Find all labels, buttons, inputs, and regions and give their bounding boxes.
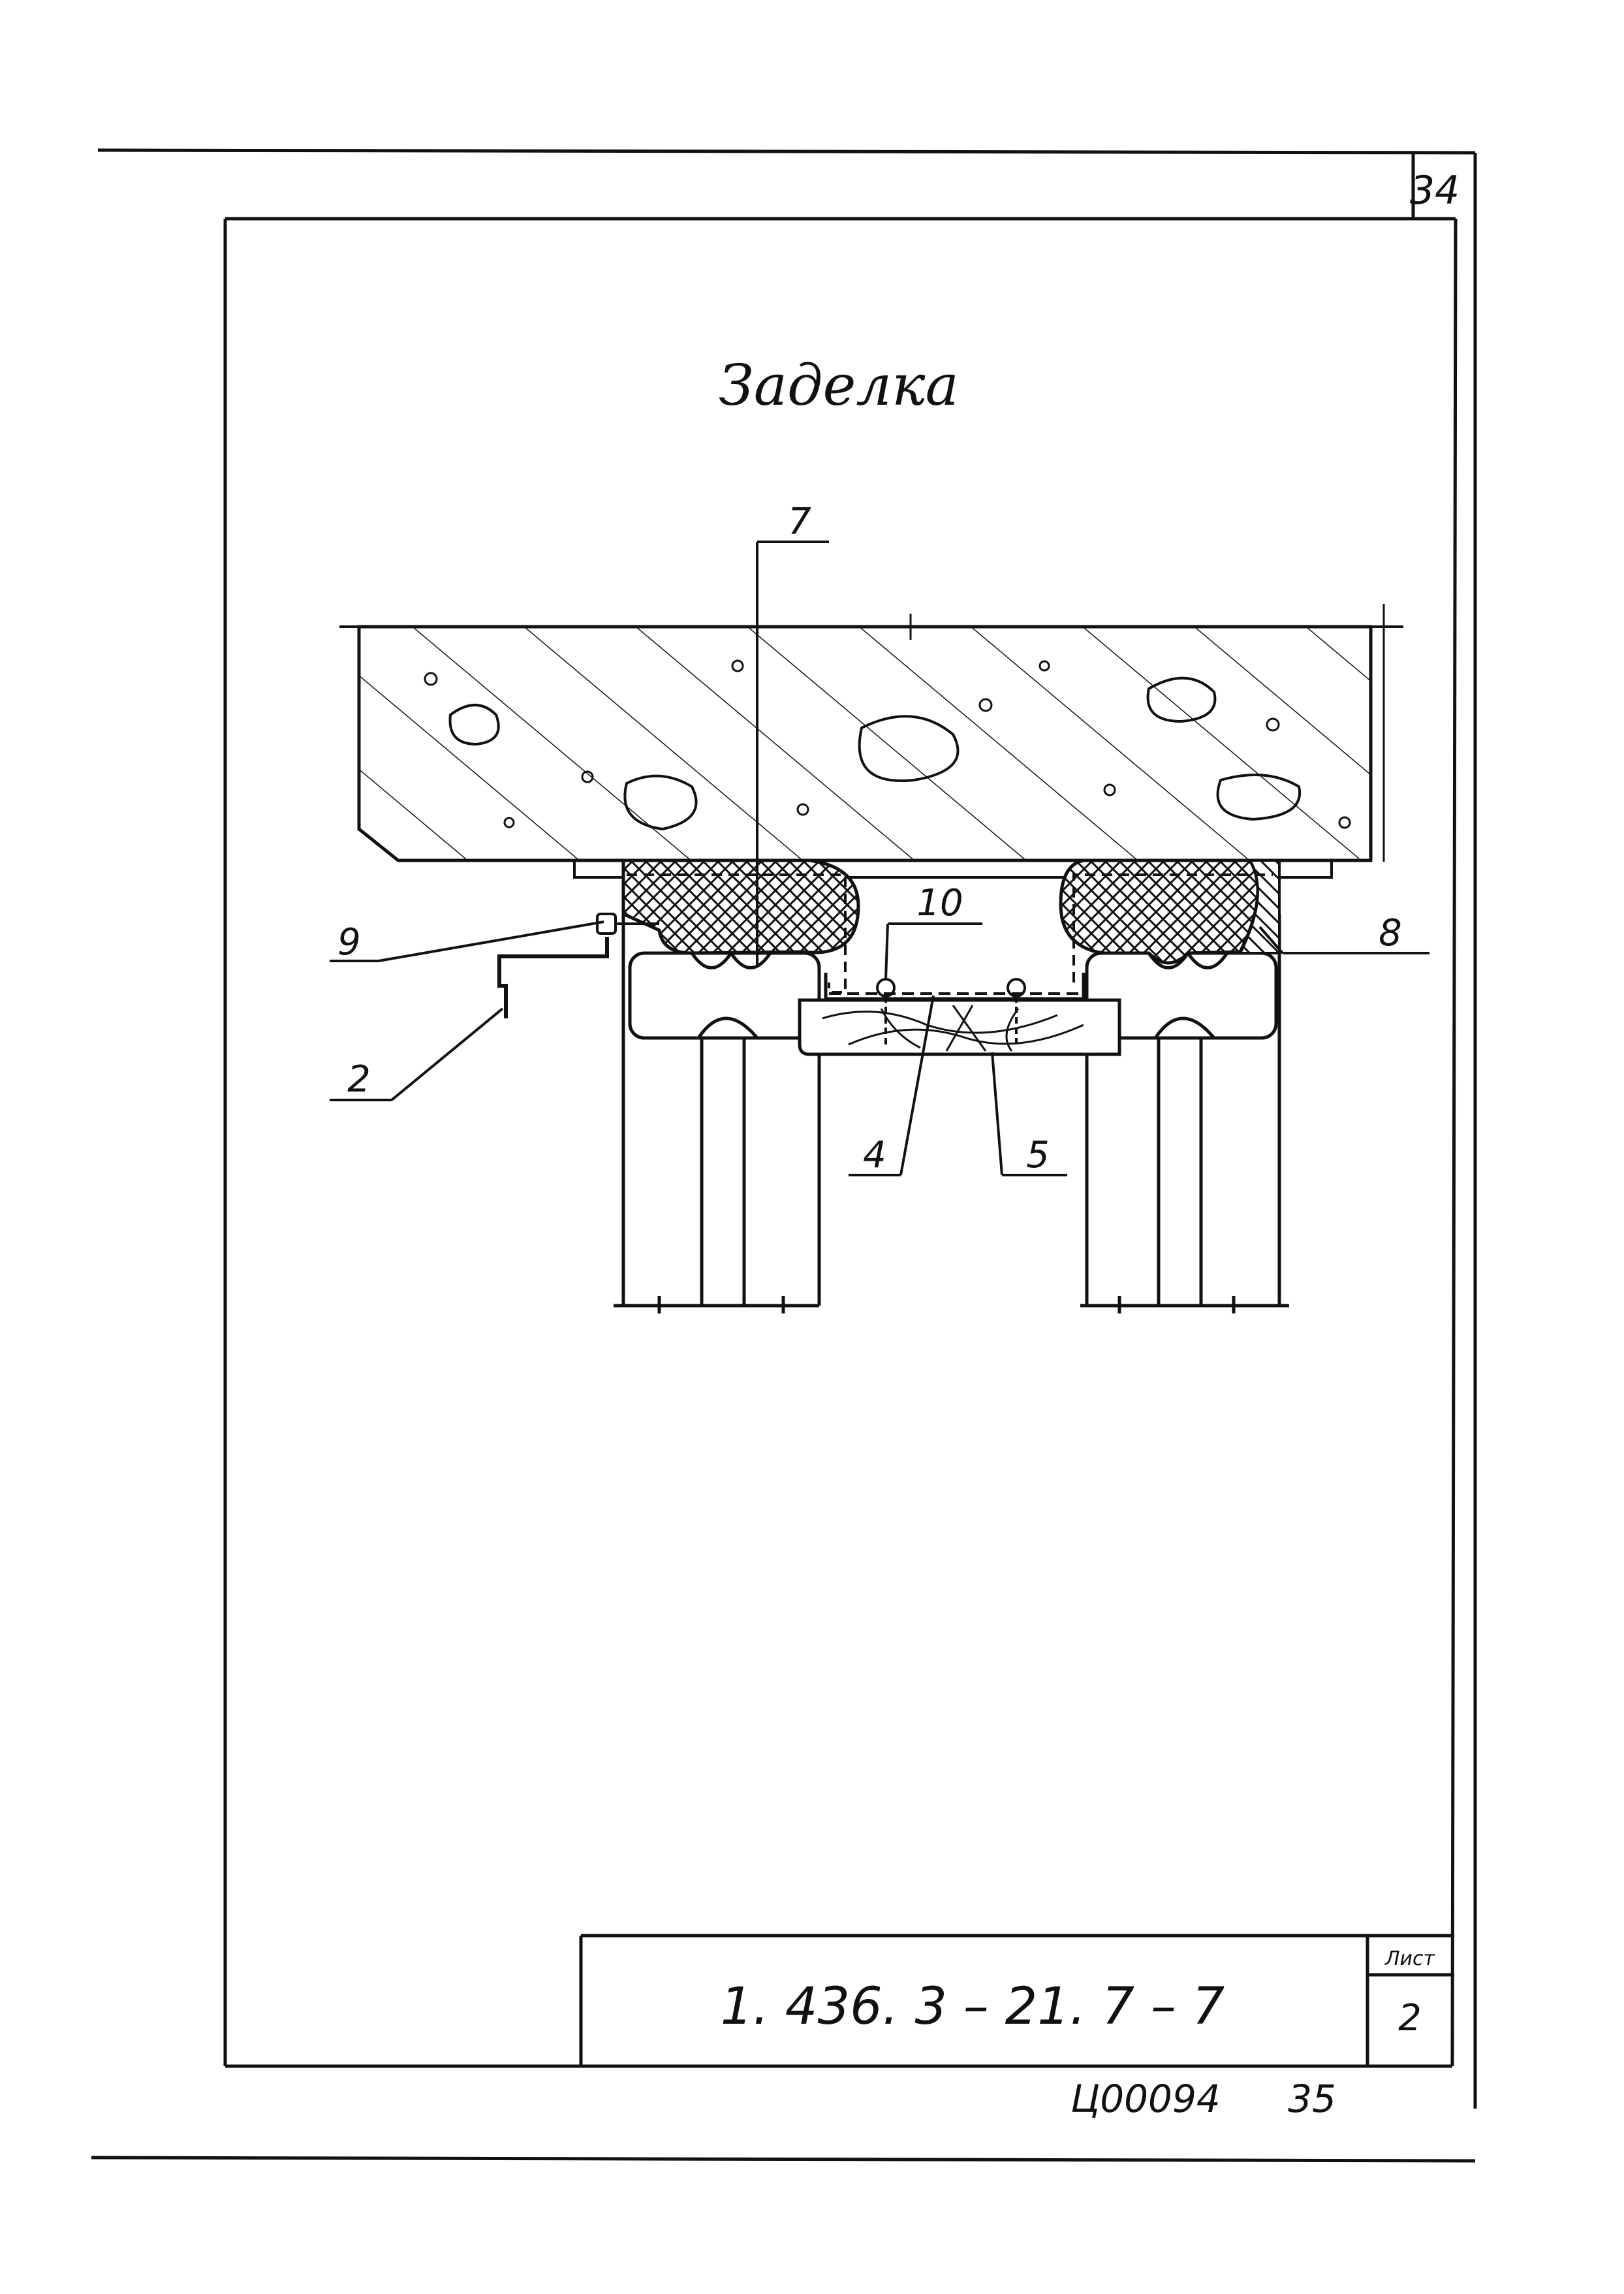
callout-10: 10 bbox=[916, 882, 963, 924]
left-sealing-cord bbox=[621, 858, 860, 955]
document-designation: 1. 436. 3 – 21. 7 – 7 bbox=[721, 1977, 1225, 2036]
support-plate bbox=[573, 859, 1333, 879]
title-block bbox=[579, 1934, 1454, 2066]
dashed-liner bbox=[627, 873, 1273, 994]
frame-baseline bbox=[614, 1296, 1289, 1313]
archive-code: Ц00094 bbox=[1070, 2077, 1221, 2121]
sheet-number: 2 bbox=[1398, 1997, 1422, 2039]
mounting-bracket bbox=[497, 937, 609, 1018]
callout-9: 9 bbox=[337, 921, 361, 964]
callout-4: 4 bbox=[863, 1134, 886, 1176]
footer-page-number: 35 bbox=[1288, 2077, 1336, 2121]
leader-lines bbox=[330, 541, 1429, 1176]
right-frame-profile bbox=[1085, 914, 1281, 1306]
sheet-label: Лист bbox=[1384, 1947, 1436, 1970]
corner-sheet-number: 34 bbox=[1410, 168, 1460, 213]
sealant-fill bbox=[1238, 859, 1281, 954]
sheet-frame bbox=[91, 148, 1477, 2163]
left-frame-profile bbox=[621, 914, 821, 1306]
metal-channel bbox=[824, 973, 1085, 1001]
drawing-title: Заделка bbox=[719, 353, 959, 418]
concrete-slab bbox=[339, 604, 1403, 862]
callout-5: 5 bbox=[1026, 1134, 1050, 1176]
callout-7: 7 bbox=[788, 501, 811, 543]
callout-8: 8 bbox=[1379, 912, 1402, 954]
callout-2: 2 bbox=[347, 1058, 371, 1101]
